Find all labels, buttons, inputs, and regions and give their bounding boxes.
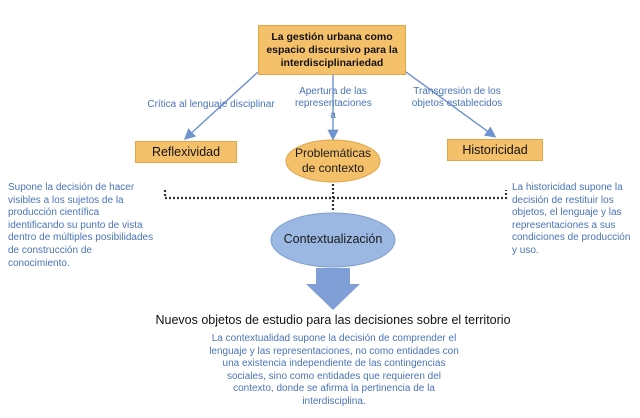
reflexividad-description: Supone la decisión de hacer visibles a l… — [8, 182, 154, 269]
historicidad-box: Historicidad — [447, 139, 543, 161]
edge-label-transgresion: Transgresión de los objetos establecidos — [411, 86, 503, 109]
dotted-bracket — [163, 190, 508, 200]
historicidad-label: Historicidad — [462, 143, 528, 157]
top-title-box: La gestión urbana como espacio discursiv… — [258, 25, 406, 75]
reflexividad-label: Reflexividad — [151, 145, 221, 159]
result-title: Nuevos objetos de estudio para las decis… — [155, 313, 511, 327]
result-description: La contextualidad supone la decisión de … — [209, 333, 459, 407]
edge-label-apertura: Apertura de las representaciones a — [295, 86, 372, 121]
contextualizacion-label: Contextualización — [283, 232, 383, 246]
top-title: La gestión urbana como espacio discursiv… — [266, 30, 398, 69]
arrow-to-reflexividad — [183, 71, 259, 140]
historicidad-description: La historicidad supone la decisión de re… — [512, 182, 631, 256]
contextualizacion-ellipse — [270, 212, 396, 268]
edge-label-critica: Crítica al lenguaje disciplinar — [147, 99, 275, 110]
arrow-to-historicidad — [405, 71, 497, 138]
down-arrow — [306, 268, 360, 310]
reflexividad-box: Reflexividad — [135, 141, 237, 163]
problematicas-ellipse — [285, 139, 381, 183]
problematicas-label: Problemáticas de contexto — [294, 146, 372, 175]
